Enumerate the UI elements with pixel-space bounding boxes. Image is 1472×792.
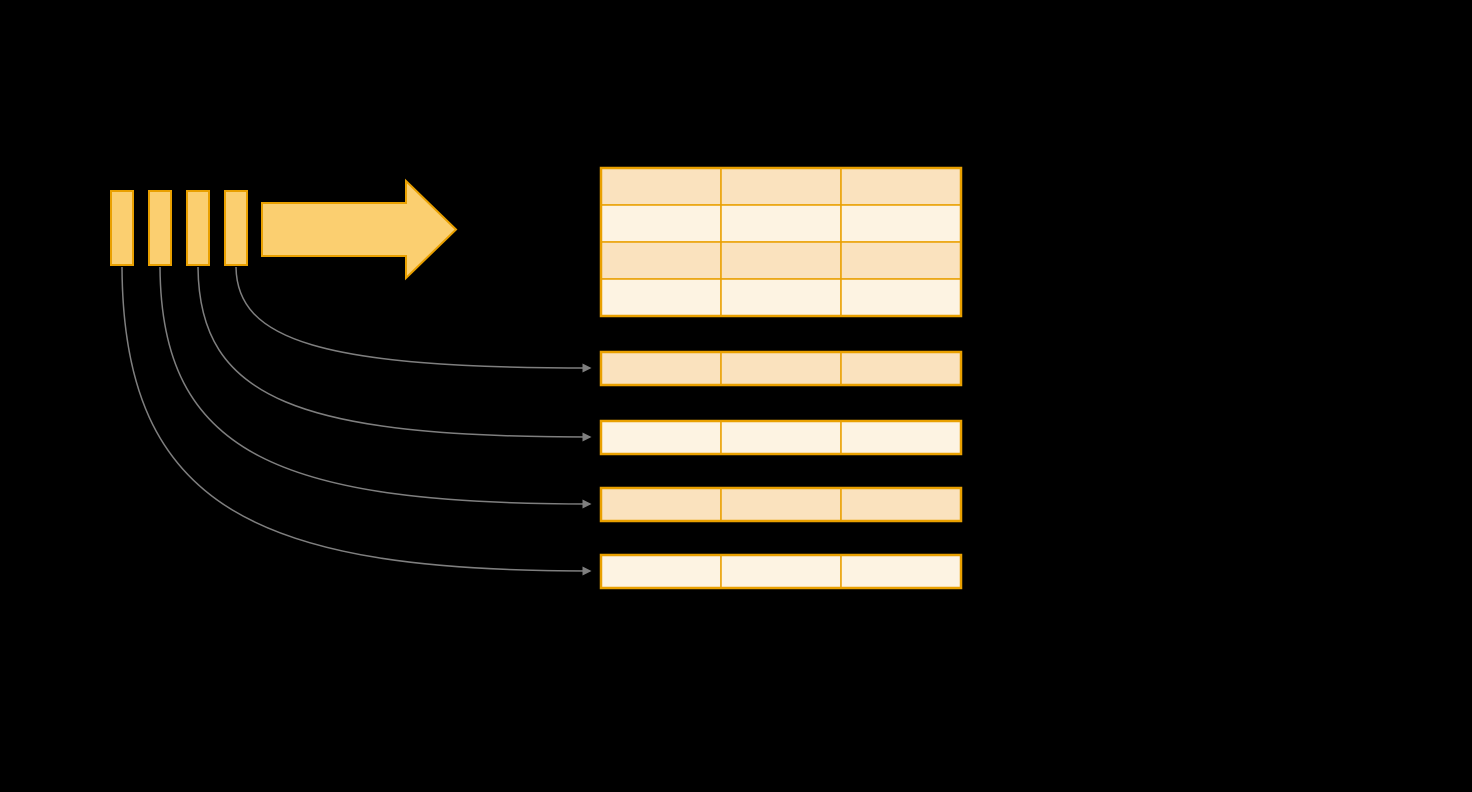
table-cell	[600, 204, 722, 243]
table-cell	[840, 204, 962, 243]
table-cell	[600, 278, 722, 317]
stack-bar-1	[110, 190, 134, 266]
table-cell	[720, 487, 842, 522]
table-cell	[600, 351, 722, 386]
bar-stack	[110, 190, 248, 266]
stack-bar-2	[148, 190, 172, 266]
row-table-3-border	[599, 486, 963, 523]
table-cell	[720, 554, 842, 589]
table-cell	[600, 420, 722, 455]
table-cell	[720, 278, 842, 317]
row-table-4-border	[599, 553, 963, 590]
table-cell	[720, 351, 842, 386]
connector-arrow-1	[235, 266, 592, 373]
connector-arrow-2	[197, 266, 592, 442]
row-table-4	[599, 553, 963, 590]
table-cell	[720, 241, 842, 280]
table-cell	[600, 487, 722, 522]
main-table-border	[599, 166, 963, 318]
table-cell	[840, 554, 962, 589]
main-table	[599, 166, 963, 318]
table-cell	[840, 167, 962, 206]
table-cell	[720, 420, 842, 455]
table-cell	[720, 204, 842, 243]
table-cell	[840, 351, 962, 386]
table-cell	[840, 420, 962, 455]
stack-bar-3	[186, 190, 210, 266]
table-cell	[840, 278, 962, 317]
row-table-3	[599, 486, 963, 523]
table-cell	[840, 241, 962, 280]
row-table-1	[599, 350, 963, 387]
connector-arrow-3	[159, 266, 592, 509]
row-table-1-border	[599, 350, 963, 387]
stack-bar-4	[224, 190, 248, 266]
row-table-2-border	[599, 419, 963, 456]
row-table-2	[599, 419, 963, 456]
table-cell	[720, 167, 842, 206]
table-cell	[600, 167, 722, 206]
flow-arrow	[261, 178, 458, 281]
table-cell	[600, 241, 722, 280]
connector-group	[121, 266, 592, 576]
connector-arrow-4	[121, 266, 592, 576]
table-cell	[600, 554, 722, 589]
table-cell	[840, 487, 962, 522]
